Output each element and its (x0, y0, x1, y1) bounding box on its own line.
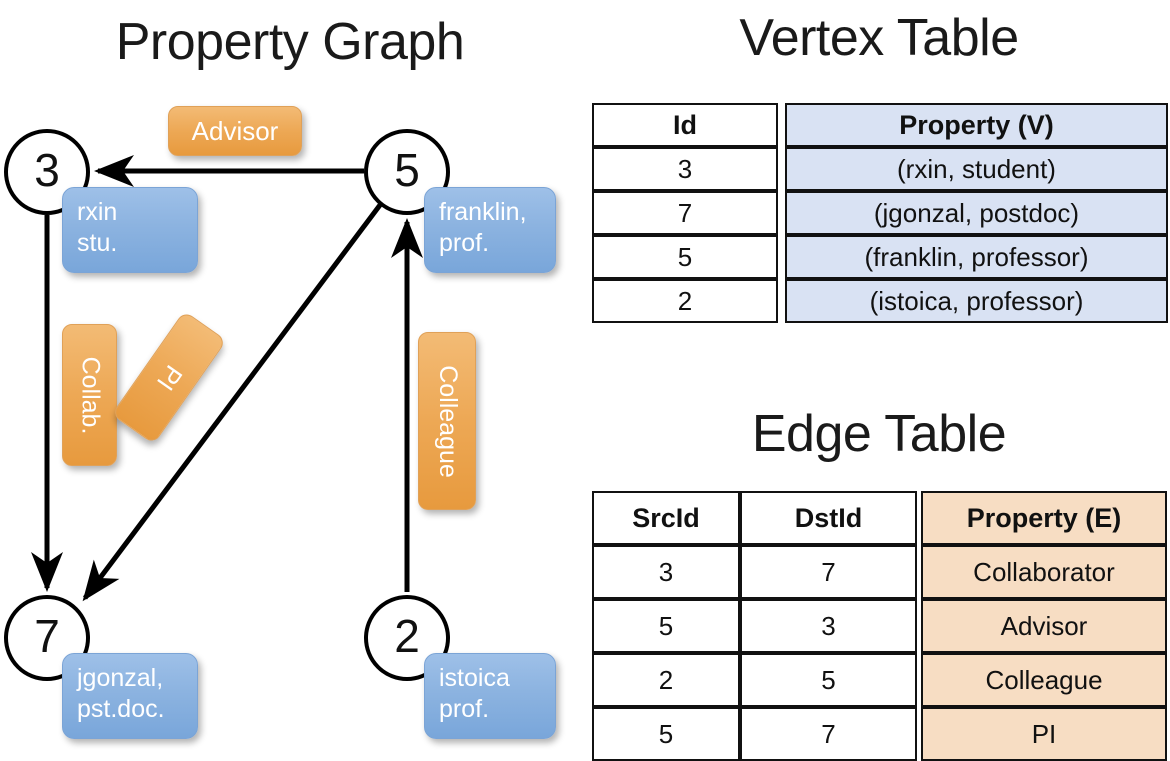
edge-table-cell-src-1: 5 (592, 599, 740, 653)
table-row: 2 5 Colleague (592, 653, 1167, 707)
edge-table: SrcId DstId Property (E) 3 7 Collaborato… (592, 491, 1167, 761)
vertex-table-column-gap (778, 147, 785, 191)
vertex-property-box-5-line1: franklin, (439, 198, 527, 226)
graph-vertex-2-id: 2 (394, 610, 420, 662)
vertex-table-cell-id-0: 3 (592, 147, 778, 191)
edge-table-header-property: Property (E) (921, 491, 1167, 545)
edge-table-cell-dst-0: 7 (740, 545, 917, 599)
edge-table-cell-dst-1: 3 (740, 599, 917, 653)
edge-table-header-row: SrcId DstId Property (E) (592, 491, 1167, 545)
graph-vertex-5-id: 5 (394, 144, 420, 196)
graph-vertex-5[interactable]: 5 (364, 129, 450, 215)
edge-table-cell-src-0: 3 (592, 545, 740, 599)
vertex-property-box-7-line1: jgonzal, (77, 664, 164, 692)
vertex-table-header-id: Id (592, 103, 778, 147)
edge-table-cell-property-2: Colleague (921, 653, 1167, 707)
vertex-table-cell-property-1: (jgonzal, postdoc) (785, 191, 1168, 235)
page-title-edge-table: Edge Table (751, 405, 1007, 463)
edge-table-cell-src-3: 5 (592, 707, 740, 761)
edge-label-advisor: Advisor (168, 106, 302, 156)
vertex-property-box-3-line1: rxin (77, 198, 118, 226)
edge-table-header-srcid: SrcId (592, 491, 740, 545)
table-row: 3 (rxin, student) (592, 147, 1168, 191)
vertex-property-box-2-line2: prof. (439, 694, 490, 723)
vertex-property-box-7-line2: pst.doc. (77, 694, 165, 723)
edge-label-pi-text: PI (151, 360, 188, 396)
graph-vertex-2[interactable]: 2 (364, 595, 450, 681)
vertex-property-box-3-line2: stu. (77, 228, 118, 257)
vertex-table-column-gap (778, 279, 785, 323)
vertex-table-column-gap (778, 191, 785, 235)
table-row: 2 (istoica, professor) (592, 279, 1168, 323)
edge-5-to-7-pi (82, 203, 382, 602)
page-title-property-graph: Property Graph (115, 13, 465, 71)
edge-table-cell-dst-2: 5 (740, 653, 917, 707)
graph-vertex-7-id: 7 (34, 610, 60, 662)
table-row: 7 (jgonzal, postdoc) (592, 191, 1168, 235)
vertex-property-box-3: rxin stu. (62, 187, 198, 273)
page-title-vertex-table: Vertex Table (739, 9, 1019, 67)
table-row: 5 3 Advisor (592, 599, 1167, 653)
vertex-table-column-gap (778, 235, 785, 279)
vertex-table-cell-id-2: 5 (592, 235, 778, 279)
vertex-property-box-2: istoica prof. (424, 653, 556, 739)
vertex-property-box-5-line2: prof. (439, 228, 490, 257)
graph-vertex-3-id: 3 (34, 144, 60, 196)
edge-table-cell-dst-3: 7 (740, 707, 917, 761)
vertex-table: Id Property (V) 3 (rxin, student) 7 (jgo… (592, 103, 1168, 323)
vertex-table-cell-property-2: (franklin, professor) (785, 235, 1168, 279)
vertex-table-cell-property-3: (istoica, professor) (785, 279, 1168, 323)
vertex-table-header-property: Property (V) (785, 103, 1168, 147)
edge-label-colleague: Colleague (418, 332, 476, 510)
edge-table-cell-property-0: Collaborator (921, 545, 1167, 599)
vertex-property-box-2-line1: istoica (439, 664, 510, 692)
vertex-table-column-gap (778, 103, 785, 147)
table-row: 3 7 Collaborator (592, 545, 1167, 599)
vertex-property-box-5: franklin, prof. (424, 187, 556, 273)
edge-table-cell-src-2: 2 (592, 653, 740, 707)
edge-label-advisor-text: Advisor (191, 115, 279, 146)
vertex-table-cell-id-3: 2 (592, 279, 778, 323)
edge-label-collab: Collab. (62, 324, 117, 466)
vertex-table-header-row: Id Property (V) (592, 103, 1168, 147)
edge-table-header-dstid: DstId (740, 491, 917, 545)
vertex-table-cell-property-0: (rxin, student) (785, 147, 1168, 191)
table-row: 5 (franklin, professor) (592, 235, 1168, 279)
edge-table-cell-property-1: Advisor (921, 599, 1167, 653)
table-row: 5 7 PI (592, 707, 1167, 761)
vertex-table-cell-id-1: 7 (592, 191, 778, 235)
edge-table-cell-property-3: PI (921, 707, 1167, 761)
graph-edges-svg (31, 155, 423, 602)
edge-label-collab-text: Collab. (76, 356, 105, 434)
vertex-property-box-7: jgonzal, pst.doc. (62, 653, 198, 739)
property-graph-diagram: Advisor Collab. PI Colleague 3 5 7 2 rxi… (0, 0, 585, 760)
edge-label-colleague-text: Colleague (433, 364, 462, 478)
